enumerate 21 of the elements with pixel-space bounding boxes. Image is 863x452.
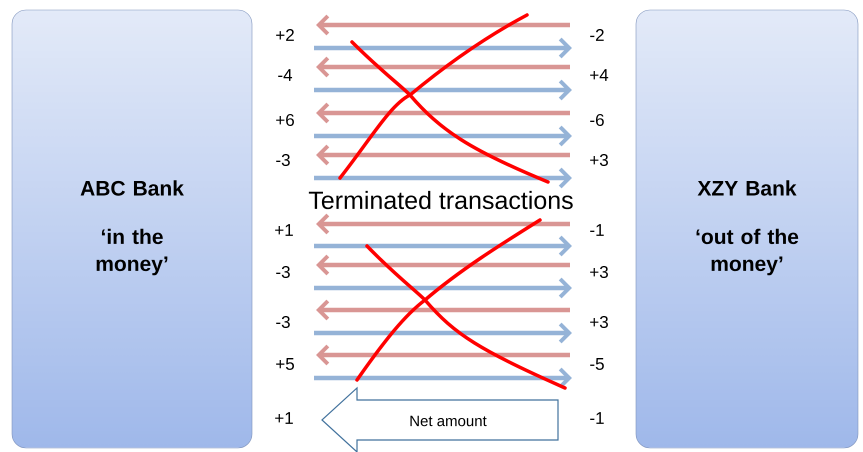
amount-label: +3 [590,266,608,278]
heading: Terminated transactions [306,190,576,210]
amount-label: +3 [590,316,608,328]
amount-label: +1 [275,224,293,236]
amount-label: -4 [278,69,292,81]
bank-box: ABC Bank ‘in the money’ [12,10,252,448]
amount-label: -3 [276,316,290,328]
amount-label: -1 [590,412,604,424]
amount-label: +6 [276,114,294,126]
amount-label: -1 [590,224,604,236]
amount-label: +1 [275,412,293,424]
amount-label: +5 [276,358,294,370]
amount-label: -2 [590,29,604,41]
amount-label: -3 [276,266,290,278]
bank-box: XZY Bank ‘out of the money’ [636,10,858,448]
amount-label: +3 [590,154,608,166]
amount-label: -6 [590,114,604,126]
amount-label: +2 [276,29,294,41]
amount-label: -3 [276,154,290,166]
amount-label: -5 [590,358,604,370]
amount-label: +4 [590,69,608,81]
